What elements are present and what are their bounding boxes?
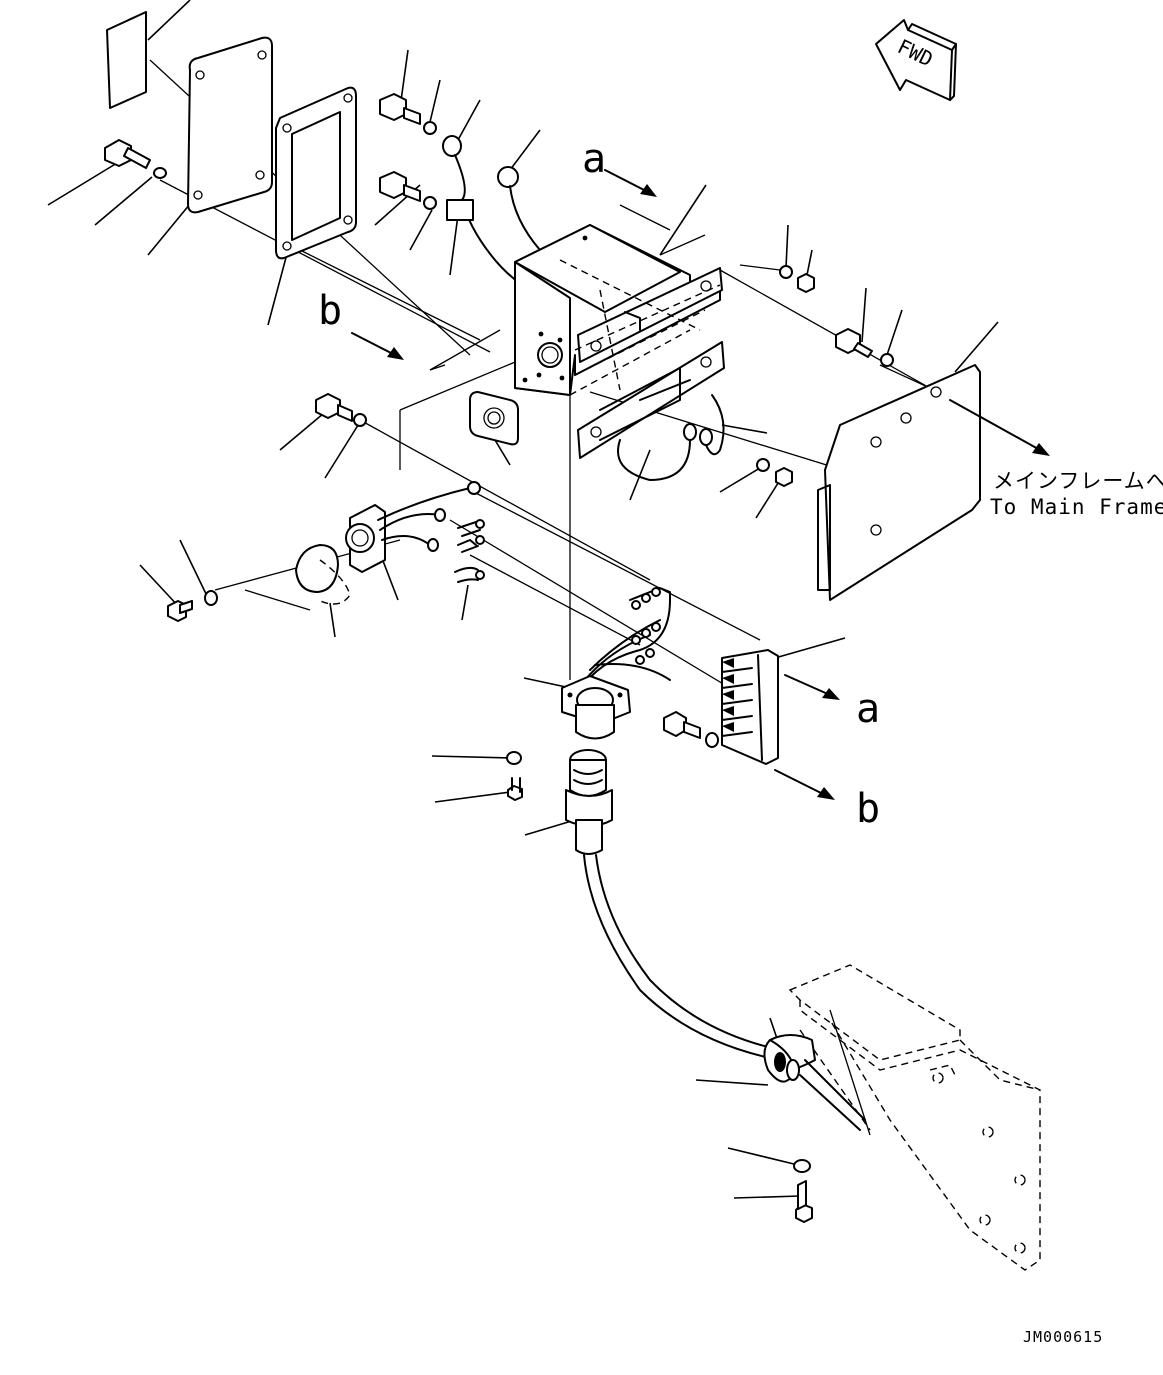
leader-line (139, 564, 181, 609)
connector-plug (565, 749, 773, 1059)
ground-cables-mid (617, 394, 725, 481)
leader-line (719, 464, 766, 493)
leader-line (659, 184, 707, 256)
washer-screw-lower (506, 751, 523, 801)
leader-line (329, 602, 336, 638)
flange-connector (561, 675, 631, 740)
leader-line (774, 637, 846, 659)
fwd-direction-arrow: FWD (875, 19, 957, 101)
leader-line (785, 224, 789, 269)
leader-line (755, 479, 781, 519)
leader-line (449, 214, 459, 276)
leader-line (457, 99, 481, 141)
bolt-washer-terminal (663, 711, 719, 748)
ref-b-top: b (318, 288, 342, 334)
leader-line (954, 321, 999, 373)
bolt-washer-set-mid (315, 393, 367, 427)
control-box-bracket (514, 224, 725, 459)
washer-bolt-clamp (793, 1159, 813, 1223)
leader-line (324, 421, 361, 479)
leader-line (429, 79, 441, 123)
leader-line (409, 209, 433, 251)
leader-line (431, 755, 513, 759)
leader-line (47, 159, 123, 206)
connector-gasket (469, 391, 519, 446)
leader-line (629, 449, 651, 501)
leader-line (147, 0, 191, 41)
cable-clamp (763, 1034, 866, 1131)
wire-terminals (454, 519, 485, 583)
gasket (275, 86, 357, 260)
leader-line (695, 1079, 769, 1086)
main-frame-label-en: To Main Frame (990, 495, 1163, 519)
main-frame-label-jp: メインフレームへ (993, 469, 1163, 493)
leader-line (94, 176, 153, 226)
leader-line (434, 791, 511, 803)
leader-line (147, 203, 191, 256)
leader-line (885, 309, 903, 359)
ref-a-top: a (582, 136, 606, 182)
leader-line (509, 129, 541, 171)
leader-lines (47, 0, 999, 1199)
leader-line (733, 1195, 801, 1199)
reference-arrows (351, 169, 1050, 800)
receptacle-connector (167, 481, 481, 622)
leader-line (461, 584, 469, 621)
bolt-washer-set-top (104, 93, 437, 210)
wire-harness (579, 587, 671, 691)
terminal-block (721, 649, 779, 765)
side-plate-right (817, 364, 981, 601)
leader-line (861, 287, 867, 343)
ref-a-right: a (856, 686, 880, 732)
leader-line (721, 424, 768, 434)
decal-plate (106, 11, 147, 109)
drawing-number: JM000615 (1023, 1328, 1103, 1346)
leader-line (494, 439, 511, 466)
leader-line (524, 819, 576, 836)
leader-line (179, 539, 209, 599)
leader-line (267, 249, 289, 326)
nut-washer-set-right (756, 265, 894, 487)
cover-plate (187, 36, 273, 214)
leader-line (727, 1147, 799, 1166)
ref-b-right: b (856, 786, 880, 832)
ground-cables-top (442, 135, 556, 301)
reference-labels: a b a b メインフレームへ To Main Frame JM000615 (318, 136, 1163, 1346)
main-frame-bracket (788, 964, 1041, 1271)
